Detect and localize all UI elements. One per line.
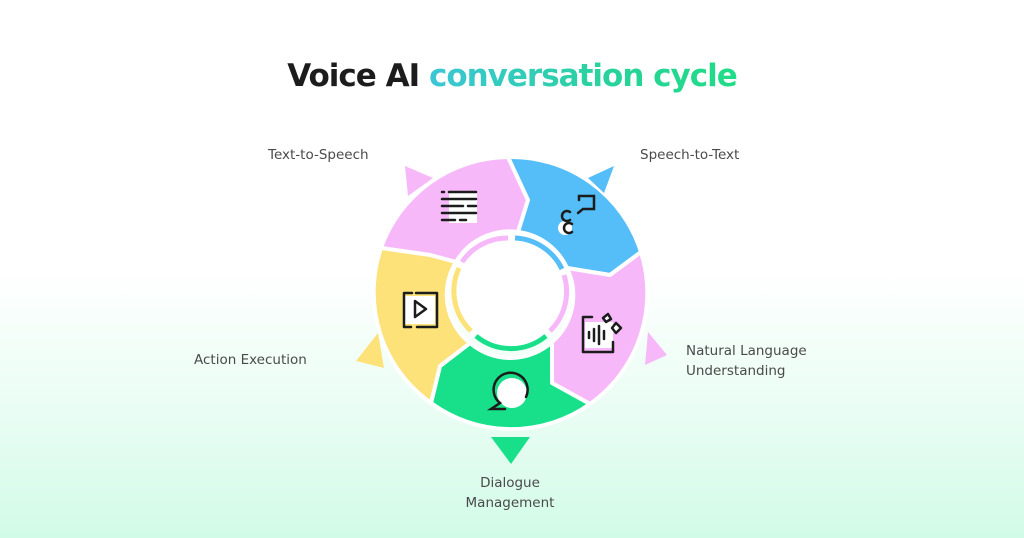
label-text-to-speech: Text-to-Speech [268,147,369,163]
text-lines-icon [440,190,478,223]
audio-wave-sparkle-icon [581,312,623,354]
page-title: Voice AI conversation cycle [0,58,1024,94]
chat-bubble-icon [486,371,529,411]
ring-arc-nlu [548,274,570,333]
label-dialogue-management: Dialogue Management [465,475,555,511]
arrow-nlu [645,332,667,365]
arrow-action-execution [356,333,384,368]
label-nlu: Natural Language Understanding [686,343,807,379]
segment-speech-to-text [506,154,643,277]
label-speech-to-text: Speech-to-Text [640,147,740,163]
arrow-text-to-speech [405,166,433,196]
arrow-dialogue-management [491,437,530,464]
ring-arc-action [451,266,473,333]
label-action-execution: Action Execution [194,352,307,368]
segment-action-execution [371,246,472,405]
ring-arc-speech-to-text [514,235,565,271]
speech-bubbles-icon [558,194,596,235]
title-prefix: Voice AI [287,58,420,94]
ring-arc-text-to-speech [459,235,509,264]
play-button-icon [402,291,439,329]
arrow-speech-to-text [588,166,614,193]
title-highlight: conversation cycle [428,58,738,94]
inner-circle [453,235,569,351]
ring-arc-dialogue [474,334,548,351]
